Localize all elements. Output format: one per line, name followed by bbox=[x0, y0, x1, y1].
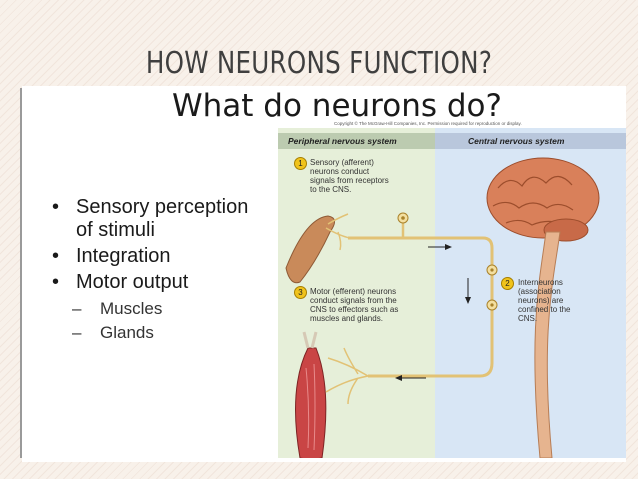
sub-bullet-item: – Glands bbox=[52, 321, 282, 345]
bullet-item: • Sensory perception of stimuli bbox=[52, 196, 266, 242]
cns-header: Central nervous system bbox=[468, 136, 565, 146]
motor-number-badge: 3 bbox=[294, 286, 307, 299]
sub-bullet-item: – Muscles bbox=[52, 297, 282, 321]
bullet-glyph: • bbox=[52, 245, 60, 267]
content-panel: What do neurons do? Copyright © The McGr… bbox=[22, 86, 626, 462]
bullet-text: Motor output bbox=[76, 271, 189, 293]
sensory-neuron-label: Sensory (afferent) neurons conduct signa… bbox=[310, 158, 389, 194]
interneuron-label: Interneurons (association neurons) are c… bbox=[518, 278, 571, 323]
bullet-list: • Sensory perception of stimuli • Integr… bbox=[52, 196, 282, 345]
bullet-glyph: • bbox=[52, 196, 60, 218]
cns-header-bar bbox=[435, 133, 626, 149]
bullet-text: Integration bbox=[76, 245, 171, 267]
bullet-item: • Integration bbox=[52, 245, 282, 268]
sub-bullet-text: Muscles bbox=[100, 299, 163, 318]
slide-title: HOW NEURONS FUNCTION? bbox=[145, 46, 493, 81]
muscle-illustration bbox=[295, 331, 327, 458]
pns-header: Peripheral nervous system bbox=[288, 136, 397, 146]
motor-terminal-branches bbox=[325, 347, 369, 405]
sub-bullet-text: Glands bbox=[100, 323, 154, 342]
motor-neuron-label: Motor (efferent) neurons conduct signals… bbox=[310, 287, 399, 323]
dash-glyph: – bbox=[72, 323, 82, 342]
diagram-graphics bbox=[278, 128, 626, 458]
finger-receptor bbox=[285, 215, 335, 284]
content-heading: What do neurons do? bbox=[172, 88, 502, 124]
spinal-cord bbox=[534, 231, 561, 458]
copyright-notice: Copyright © The McGraw-Hill Companies, I… bbox=[334, 121, 522, 126]
brain-illustration bbox=[486, 157, 600, 242]
dash-glyph: – bbox=[72, 299, 82, 318]
bullet-item: • Motor output bbox=[52, 271, 282, 294]
neuron-function-diagram: Peripheral nervous system Central nervou… bbox=[278, 128, 626, 458]
interneuron-number-badge: 2 bbox=[501, 277, 514, 290]
bullet-glyph: • bbox=[52, 271, 60, 293]
sensory-number-badge: 1 bbox=[294, 157, 307, 170]
left-rule bbox=[20, 88, 22, 458]
bullet-text: Sensory perception of stimuli bbox=[76, 196, 249, 241]
pns-header-bar bbox=[278, 133, 435, 149]
